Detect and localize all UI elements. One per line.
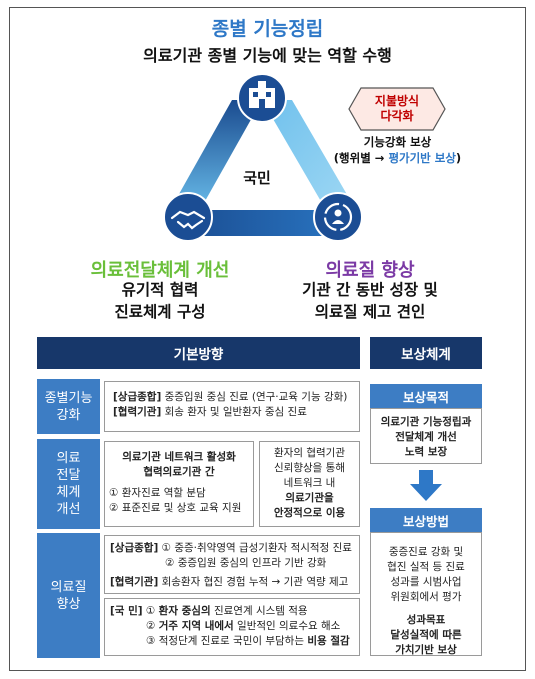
hospital-icon [249,81,275,108]
row1-line1: [상급종합] 중증입원 중심 진료 (연구·교육 기능 강화) [113,390,353,405]
reward-note: 기능강화 보상 (행위별 → 평가기반 보상) [320,134,475,166]
row2-right-line5: 안정적으로 이용 [273,507,346,519]
goal-right-text: 기관 간 동반 성장 및 의료질 제고 견인 [255,279,485,323]
triangle-left-side [170,100,262,210]
row1-text1: 중증입원 중심 진료 (연구·교육 기능 강화) [161,391,348,403]
row3a-text1b: ② 중증입원 중심의 인프라 기반 강화 [165,557,327,569]
header-reward-system: 보상체계 [370,337,482,369]
row3a-tag1: [상급종합] [110,542,159,554]
row3-label-2: 향상 [56,596,81,612]
reward-note-line1: 기능강화 보상 [363,135,432,149]
triangle-bottom-side [170,210,356,236]
row3b-i3-bold: 비용 절감 [307,635,350,647]
handshake-icon [170,210,206,230]
row2-label-1: 의료 [56,451,81,466]
row2-left-item2: ② 표준진료 및 상호 교육 지원 [109,502,242,514]
goal-left-line1: 유기적 협력 [121,281,199,299]
reward-method-header: 보상방법 [370,508,482,532]
row1-label-1: 종별기능 [44,390,93,406]
row2-left-title1: 의료기관 네트워크 활성화 [122,451,236,463]
row3b-tag: [국 민] [110,605,143,617]
reward-note-line2: (행위별 → 평가기반 보상) [320,150,475,166]
reward-method-line3: 성과를 시범사업 [390,576,462,588]
reward-method-line2: 협진 실적 등 진료 [387,561,465,573]
reward-method-line7: 가치기반 보상 [395,644,457,656]
row1-content: [상급종합] 중증입원 중심 진료 (연구·교육 기능 강화) [협력기관] 회… [104,381,360,432]
triangle-right-side [262,100,356,210]
row2-right-line2: 신뢰향상을 통해 [274,462,345,474]
row1-label-2: 강화 [56,407,81,423]
reward-purpose-line2: 전달체계 개선 [395,431,457,443]
hexagon-text: 지불방식 다각화 [349,94,445,124]
cycle-people-icon [323,202,353,232]
row3a-line1: [상급종합] ① 중증·취약영역 급성기환자 적시적정 진료 [110,541,355,556]
row2-right-line4: 의료기관을 [285,492,334,504]
reward-note-prefix: (행위별 → [333,151,389,165]
row1-tag2: [협력기관] [113,406,162,418]
row2-label-4: 개선 [56,502,81,517]
row3-label-1: 의료질 [50,579,87,595]
row3a-text2: 회송환자 협진 경험 누적 → 기관 역량 제고 [158,576,349,588]
outer-frame [9,7,526,671]
row3b-line2: ② 거주 지역 내에서 일반적인 의료수요 해소 [110,619,355,634]
handshake-circle [163,192,213,242]
reward-note-highlight: 평가기반 보상 [388,151,456,165]
row1-line2: [협력기관] 회송 환자 및 일반환자 중심 진료 [113,405,353,420]
reward-method-line5: 성과목표 [406,614,446,626]
row2-label-3: 체계 [56,485,81,500]
row2-left-item1: ① 환자진료 역할 분담 [109,487,206,499]
goal-right-line1: 기관 간 동반 성장 및 [302,281,438,299]
reward-purpose-line3: 노력 보장 [404,446,448,458]
row3b-content: [국 민] ① 환자 중심의 진료연계 시스템 적용 ② 거주 지역 내에서 일… [104,598,360,656]
reward-note-suffix: ) [455,151,462,165]
cycle-circle [313,192,363,242]
goal-right-heading: 의료질 향상 [325,260,415,281]
row3b-i2-pre: ② [146,620,159,632]
row3b-i1-bold: 환자 중심의 [158,605,211,617]
reward-purpose-header: 보상목적 [370,384,482,408]
down-arrow-icon [410,470,442,501]
triangle-center-label: 국민 [243,169,271,187]
row3b-i1-post: 진료연계 시스템 적용 [210,605,308,617]
reward-purpose-content: 의료기관 기능정립과 전달체계 개선 노력 보장 [370,408,482,464]
row2-left-title2: 협력의료기관 간 [143,466,215,478]
row3b-i3-pre: ③ 적정단계 진료로 국민이 부담하는 [146,635,308,647]
row1-text2: 회송 환자 및 일반환자 중심 진료 [161,406,307,418]
row3b-i2-post: 일반적인 의료수요 해소 [233,620,341,632]
row3b-line1: [국 민] ① 환자 중심의 진료연계 시스템 적용 [110,604,355,619]
reward-method-content: 중증진료 강화 및 협진 실적 등 진료 성과를 시범사업 위원회에서 평가 성… [370,532,482,656]
goal-left-line2: 진료체계 구성 [114,303,206,321]
payment-hexagon [348,87,446,131]
goal-left-text: 유기적 협력 진료체계 구성 [60,279,260,323]
hexagon-line2: 다각화 [380,109,414,123]
triangle-diagram [163,73,363,242]
row2-right-line3: 네트워크 내 [283,477,336,489]
header-basic-direction: 기본방향 [37,337,360,369]
row1-tag1: [상급종합] [113,391,162,403]
goal-left-heading: 의료전달체계 개선 [90,260,230,281]
row3a-text1a: ① 중증·취약영역 급성기환자 적시적정 진료 [158,542,352,554]
page-title: 종별 기능정립 [211,18,324,40]
reward-purpose-line1: 의료기관 기능정립과 [380,416,472,428]
row3b-i1-pre: ① [142,605,159,617]
row2-right-line1: 환자의 협력기관 [274,447,345,459]
row2-left-content: 의료기관 네트워크 활성화 협력의료기관 간 ① 환자진료 역할 분담 ② 표준… [104,441,254,527]
row3a-line3: [협력기관] 회송환자 협진 경험 누적 → 기관 역량 제고 [110,575,355,590]
reward-method-line4: 위원회에서 평가 [390,591,462,603]
row3a-tag2: [협력기관] [110,576,159,588]
goal-right-line2: 의료질 제고 견인 [314,303,426,321]
page-subtitle: 의료기관 종별 기능에 맞는 역할 수행 [143,46,392,65]
row2-right-content: 환자의 협력기관 신뢰향상을 통해 네트워크 내 의료기관을 안정적으로 이용 [259,441,360,527]
reward-method-line1: 중증진료 강화 및 [388,546,464,558]
row2-label-2: 전달 [56,468,81,483]
row-label-delivery: 의료 전달 체계 개선 [37,439,100,529]
hexagon-line1: 지불방식 [374,94,420,108]
reward-method-line6: 달성실적에 따른 [390,629,462,641]
row3b-line3: ③ 적정단계 진료로 국민이 부담하는 비용 절감 [110,634,355,649]
row3a-content: [상급종합] ① 중증·취약영역 급성기환자 적시적정 진료 ② 중증입원 중심… [104,535,360,594]
row3b-i2-bold: 거주 지역 내에서 [158,620,234,632]
